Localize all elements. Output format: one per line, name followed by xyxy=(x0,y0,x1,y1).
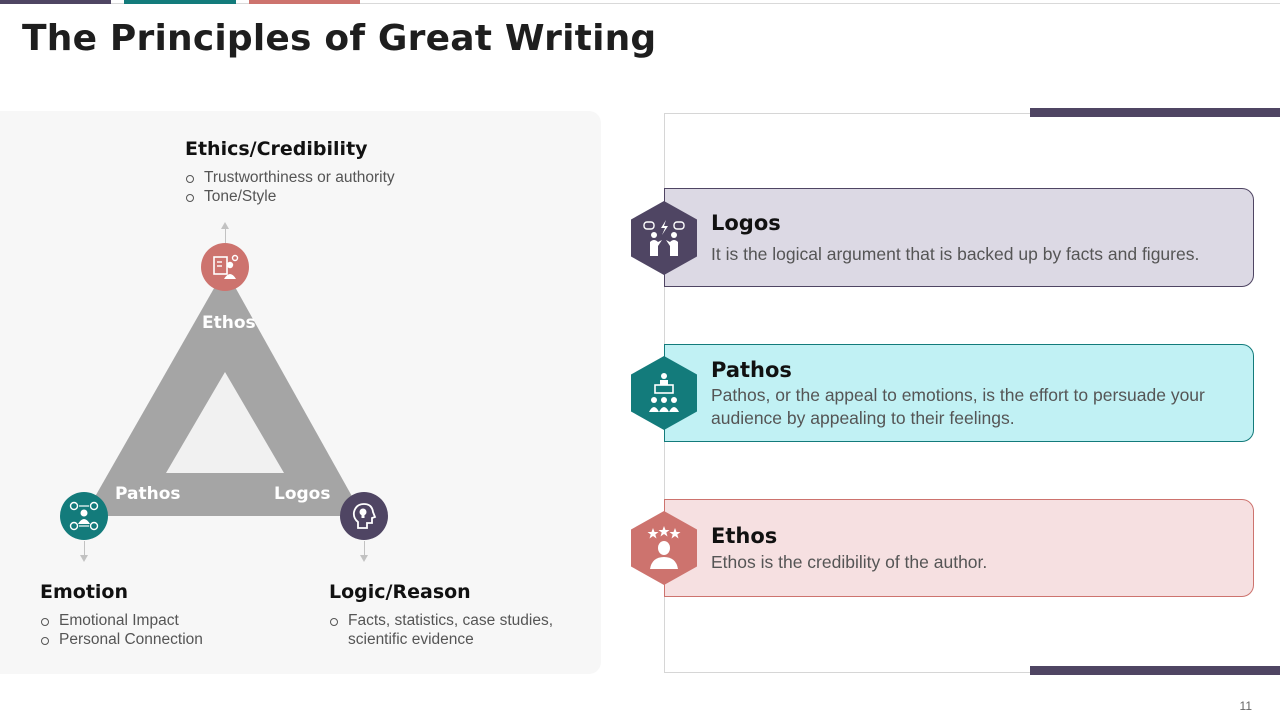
rhetoric-triangle xyxy=(84,269,363,516)
arrow-down-icon xyxy=(360,555,368,562)
logos-title: Logos xyxy=(711,211,781,235)
triangle-label-pathos: Pathos xyxy=(115,484,181,504)
accent-bar-top xyxy=(1030,108,1280,117)
arrow-up-icon xyxy=(221,222,229,229)
top-divider xyxy=(0,3,1280,4)
ethos-text: Ethos is the credibility of the author. xyxy=(711,552,988,572)
ethics-bullets: Trustworthiness or authority Tone/Style xyxy=(185,168,395,206)
page-title: The Principles of Great Writing xyxy=(22,18,657,59)
logos-text: It is the logical argument that is backe… xyxy=(711,244,1200,264)
speaker-audience-icon xyxy=(631,356,697,430)
emotion-heading: Emotion xyxy=(40,581,129,603)
triangle-label-logos: Logos xyxy=(274,484,331,504)
triangle-label-ethos: Ethos xyxy=(202,313,256,333)
arrow-down-icon xyxy=(80,555,88,562)
page-number: 11 xyxy=(1239,699,1252,713)
ethics-bullet: Tone/Style xyxy=(185,187,395,206)
pathos-card xyxy=(664,344,1254,442)
logic-bullets: Facts, statistics, case studies, scienti… xyxy=(329,611,553,649)
ethos-card xyxy=(664,499,1254,597)
accent-bar-bottom xyxy=(1030,666,1280,675)
emotions-icon xyxy=(60,492,108,540)
arrow-down-line xyxy=(364,541,365,556)
logic-bullet: Facts, statistics, case studies, xyxy=(329,611,553,630)
arrow-down-line xyxy=(84,541,85,556)
pathos-title: Pathos xyxy=(711,358,792,382)
logos-card xyxy=(664,188,1254,287)
top-accent-rose xyxy=(249,0,360,4)
top-accent-purple xyxy=(0,0,111,4)
head-bulb-icon xyxy=(340,492,388,540)
emotion-bullet: Emotional Impact xyxy=(40,611,203,630)
arrow-up-line xyxy=(225,228,226,243)
presenter-icon xyxy=(201,243,249,291)
triangle-inner xyxy=(166,372,284,473)
logic-heading: Logic/Reason xyxy=(329,581,471,603)
emotion-bullet: Personal Connection xyxy=(40,630,203,649)
ethics-bullet: Trustworthiness or authority xyxy=(185,168,395,187)
pathos-text: Pathos, or the appeal to emotions, is th… xyxy=(711,385,1205,428)
ethics-heading: Ethics/Credibility xyxy=(185,138,368,160)
triangle-panel xyxy=(0,111,601,674)
top-accent-teal xyxy=(124,0,236,4)
logic-bullet: scientific evidence xyxy=(348,631,474,648)
ethos-title: Ethos xyxy=(711,524,778,548)
emotion-bullets: Emotional Impact Personal Connection xyxy=(40,611,203,649)
